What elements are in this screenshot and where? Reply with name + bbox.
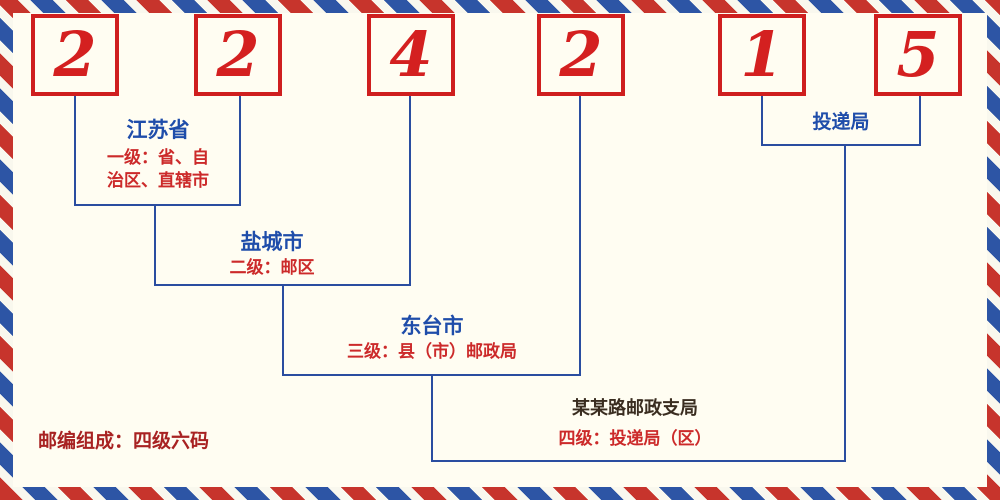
connector-line [74,96,76,206]
connector-line [844,144,846,462]
connector-line [409,96,411,286]
connector-line [761,144,921,146]
connector-line [761,96,763,146]
postal-code-composition-note: 邮编组成：四级六码 [38,431,210,452]
level2-name: 盐城市 [240,231,304,254]
connector-line [282,284,284,376]
envelope-background [13,13,987,487]
level3-name: 东台市 [400,315,464,338]
connector-line [431,374,433,462]
level1-name: 江苏省 [126,119,190,142]
postal-digit-box-4: 2 [537,14,625,96]
connector-line [431,460,846,462]
connector-line [154,204,156,286]
postal-digit-box-6: 5 [874,14,962,96]
level1-desc-line1: 一级：省、自 [107,148,209,167]
connector-line [919,96,921,146]
level4-desc: 四级：投递局（区） [558,429,712,448]
delivery-bureau-label: 投递局 [812,112,870,133]
level3-desc: 三级：县（市）邮政局 [347,342,517,361]
connector-line [74,204,241,206]
connector-line [239,96,241,206]
level4-name: 某某路邮政支局 [572,398,698,418]
level2-desc: 二级：邮区 [229,258,315,277]
postal-digit-box-5: 1 [718,14,806,96]
postal-digit-box-1: 2 [31,14,119,96]
connector-line [579,96,581,376]
postal-digit-box-3: 4 [367,14,455,96]
postal-digit-box-2: 2 [194,14,282,96]
level1-desc-line2: 治区、直辖市 [107,171,209,190]
